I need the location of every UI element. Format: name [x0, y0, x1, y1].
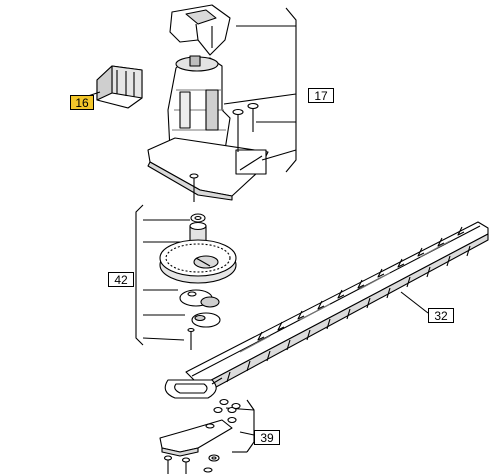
part-39-bottom-bracket	[159, 398, 255, 474]
part-42-gear-set	[135, 204, 237, 350]
callout-42[interactable]: 42	[108, 272, 134, 287]
callout-17[interactable]: 17	[308, 88, 334, 103]
callout-32[interactable]: 32	[428, 308, 454, 323]
part-16-switch-block	[84, 65, 143, 109]
bracket-17	[285, 7, 297, 173]
part-32-cutter-bar	[164, 221, 489, 399]
callout-16[interactable]: 16	[70, 95, 94, 110]
callout-39[interactable]: 39	[254, 430, 280, 445]
part-17-motor-housing	[147, 4, 269, 202]
